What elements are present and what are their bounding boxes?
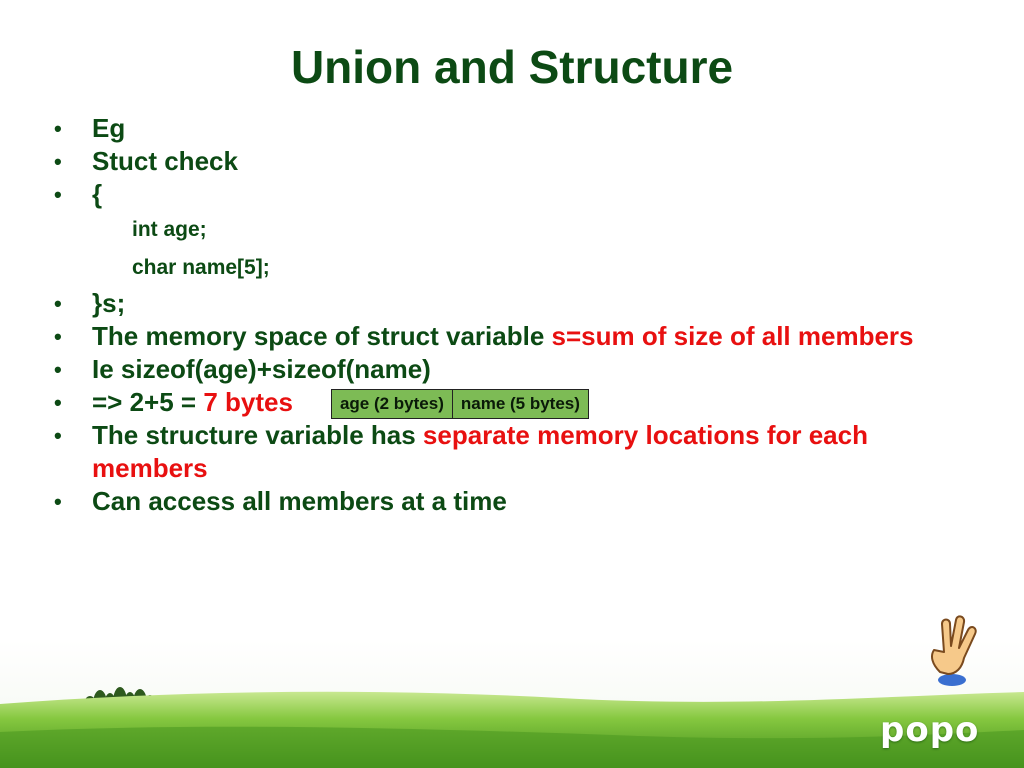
bullet-dot: • xyxy=(54,489,62,514)
list-item: • The structure variable has separate me… xyxy=(54,419,954,485)
highlight-text: separate memory locations for each membe… xyxy=(92,420,868,483)
list-item: • Eg xyxy=(54,112,954,145)
bullet-dot: • xyxy=(54,357,62,382)
brand-logo: popo xyxy=(880,710,980,750)
bullet-list: • Eg • Stuct check • { int age; char nam… xyxy=(54,112,954,518)
highlight-text: 7 bytes xyxy=(203,387,293,417)
bullet-text-part: The memory space of struct variable xyxy=(92,321,552,351)
list-item: • { xyxy=(54,178,954,211)
bullet-text: Ie sizeof(age)+sizeof(name) xyxy=(92,354,431,384)
bullet-text: { xyxy=(92,179,103,209)
list-item: • }s; xyxy=(54,287,954,320)
list-item: • The memory space of struct variable s=… xyxy=(54,320,954,353)
list-item: • Stuct check xyxy=(54,145,954,178)
memory-diagram: age (2 bytes)name (5 bytes) xyxy=(330,389,589,419)
bullet-dot: • xyxy=(54,324,62,349)
memory-cell-age: age (2 bytes) xyxy=(330,389,453,419)
bullet-text: => 2+5 = 7 bytes age (2 bytes)name (5 byt… xyxy=(92,386,954,419)
bullet-dot: • xyxy=(54,182,62,207)
grass-field-image xyxy=(0,640,1024,768)
bullet-text-part: The structure variable has xyxy=(92,420,423,450)
code-line: char name[5]; xyxy=(132,256,270,279)
slide-title: Union and Structure xyxy=(290,41,734,93)
list-item: • => 2+5 = 7 bytes age (2 bytes)name (5 b… xyxy=(54,386,954,419)
bullet-dot: • xyxy=(54,291,62,316)
bullet-text: The structure variable has separate memo… xyxy=(92,419,954,485)
bullet-text: Stuct check xyxy=(92,146,238,176)
highlight-text: s=sum of size of all members xyxy=(551,321,914,351)
list-item: • Can access all members at a time xyxy=(54,485,954,518)
bullet-text-part: => 2+5 = xyxy=(92,387,204,417)
memory-cell-name: name (5 bytes) xyxy=(452,389,589,419)
bullet-dot: • xyxy=(54,423,62,448)
bullet-text: Can access all members at a time xyxy=(92,486,507,516)
bullet-text: Eg xyxy=(92,113,126,143)
bullet-dot: • xyxy=(54,149,62,174)
bullet-dot: • xyxy=(54,116,62,141)
bullet-text: The memory space of struct variable s=su… xyxy=(92,320,954,353)
bullet-dot: • xyxy=(54,390,62,415)
list-item: • Ie sizeof(age)+sizeof(name) xyxy=(54,353,954,386)
bullet-text: }s; xyxy=(92,288,126,318)
hand-icon xyxy=(931,615,977,686)
code-line: int age; xyxy=(132,218,207,241)
